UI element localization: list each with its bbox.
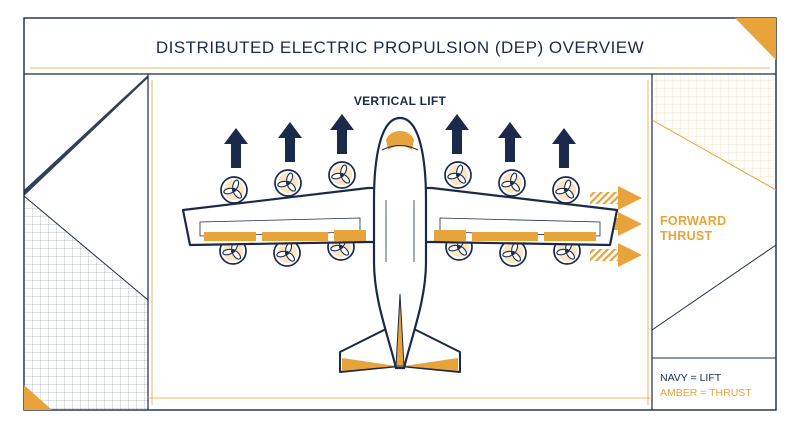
propeller-icon: [498, 169, 526, 197]
forward-thrust-line1: FORWARD: [660, 214, 727, 228]
up-arrow-icon: [278, 122, 302, 162]
fuselage: [372, 116, 428, 370]
legend-amber: AMBER = THRUST: [660, 387, 752, 399]
forward-thrust-line2: THRUST: [660, 229, 713, 243]
propeller-icon: [328, 161, 356, 189]
forward-thrust-label: FORWARD THRUST: [660, 214, 750, 244]
legend-navy: NAVY = LIFT: [660, 372, 722, 384]
trailing-edge-flaps: [204, 230, 596, 241]
propeller-icon: [444, 161, 472, 189]
vertical-lift-label: VERTICAL LIFT: [353, 94, 447, 108]
propeller-icon: [274, 169, 302, 197]
legend-box: [651, 357, 777, 411]
up-arrow-icon: [445, 114, 469, 154]
page-title: DISTRIBUTED ELECTRIC PROPULSION (DEP) OV…: [155, 38, 645, 57]
corner-accent-top-right: [735, 18, 776, 60]
up-arrow-icon: [498, 122, 522, 162]
cockpit-window: [386, 131, 414, 150]
legend: NAVY = LIFT AMBER = THRUST: [660, 371, 770, 401]
up-arrow-icon: [330, 114, 354, 154]
right-arrow-icon: [590, 243, 642, 267]
right-arrow-icon: [590, 186, 642, 210]
up-arrow-icon: [224, 128, 248, 168]
propeller-icon: [552, 176, 580, 204]
up-arrow-icon: [552, 128, 576, 168]
propeller-icon: [220, 176, 248, 204]
vertical-fin: [395, 293, 405, 367]
corner-accent-bottom-left: [24, 385, 52, 410]
